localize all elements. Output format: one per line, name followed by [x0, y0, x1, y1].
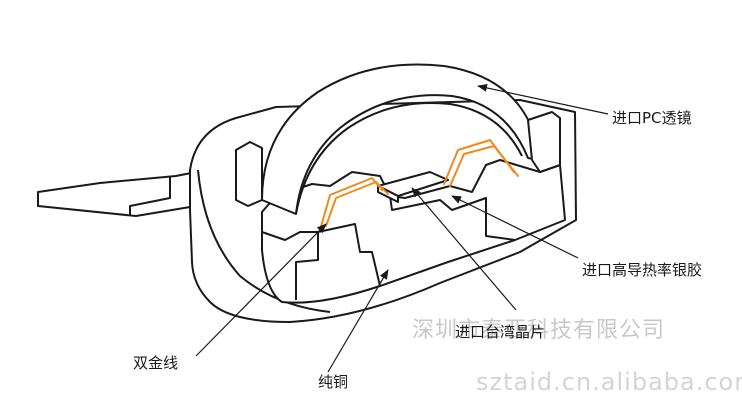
- label-silver-glue: 进口高导热率银胶: [582, 261, 703, 279]
- housing-front-curve: [197, 169, 331, 313]
- leader-wire: [195, 223, 327, 357]
- lead-tab-left: [37, 171, 197, 217]
- watermark-url: sztaid.cn.alibaba.com: [476, 368, 742, 396]
- label-gold-wire: 双金线: [133, 354, 179, 372]
- pc-lens-base-ring: [235, 141, 263, 207]
- leader-copper: [327, 269, 389, 373]
- gold-wire-left-b: [325, 181, 389, 227]
- label-pc-lens: 进口PC透镜: [612, 109, 692, 127]
- leader-glue: [451, 195, 579, 259]
- gold-wire-right-b: [449, 145, 519, 187]
- pc-lens-inner-rim: [295, 102, 523, 215]
- watermark-company-name: 深圳市泰亚科技有限公司: [412, 318, 666, 343]
- pc-lens-rim-right: [527, 111, 561, 173]
- lead-tab-left-inner: [129, 176, 171, 216]
- cut-face-step-right: [389, 195, 516, 241]
- leader-lens: [477, 83, 609, 115]
- label-copper: 纯铜: [318, 373, 349, 391]
- label-chip: 进口台湾晶片: [455, 323, 546, 341]
- leader-chip: [411, 187, 517, 311]
- cut-face-step-mid: [317, 223, 381, 287]
